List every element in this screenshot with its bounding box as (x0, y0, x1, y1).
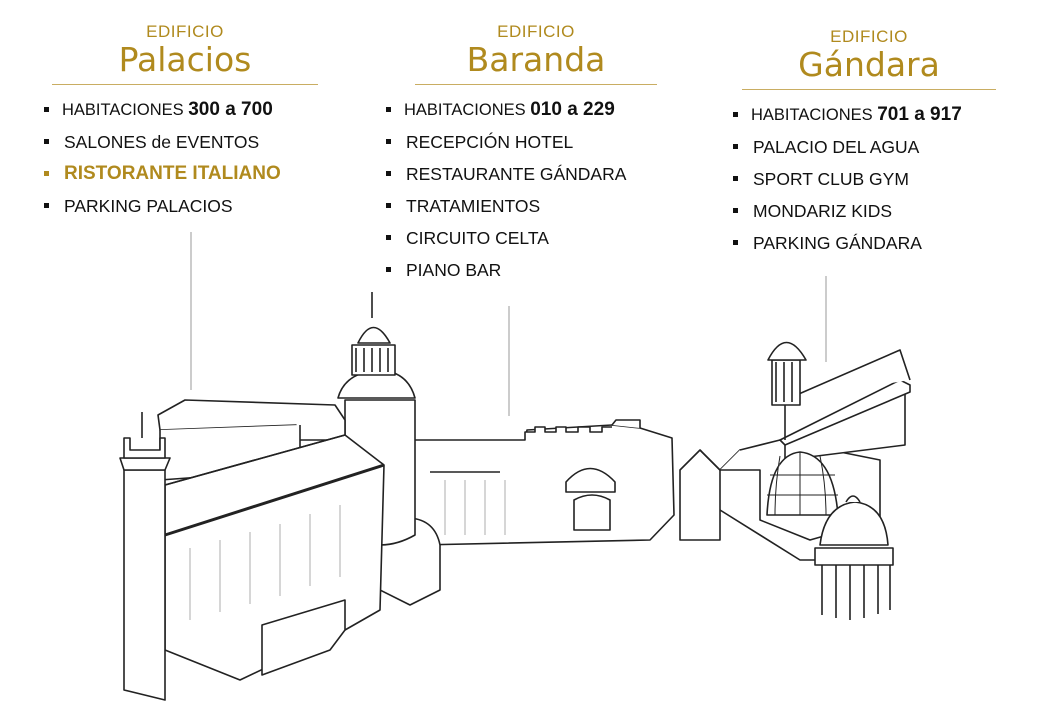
list-item: PALACIO DEL AGUA (733, 131, 962, 163)
list-item: RESTAURANTE GÁNDARA (386, 158, 626, 190)
list-item: RECEPCIÓN HOTEL (386, 126, 626, 158)
list-item: PARKING GÁNDARA (733, 227, 962, 259)
gandara-list: HABITACIONES 701 a 917 PALACIO DEL AGUA … (733, 99, 962, 259)
list-item: MONDARIZ KIDS (733, 195, 962, 227)
list-item: PIANO BAR (386, 254, 626, 286)
building-name: Gándara (798, 45, 940, 84)
building-label: EDIFICIO (146, 22, 224, 41)
gandara-building-drawing (679, 341, 911, 620)
title-divider (52, 84, 318, 85)
list-item: CIRCUITO CELTA (386, 222, 626, 254)
baranda-list: HABITACIONES 010 a 229 RECEPCIÓN HOTEL R… (386, 94, 626, 286)
title-divider (415, 84, 657, 85)
building-label: EDIFICIO (497, 22, 575, 41)
building-palacios: EDIFICIO Palacios (52, 22, 318, 85)
palacios-list: HABITACIONES 300 a 700 SALONES de EVENTO… (44, 94, 281, 222)
list-item: PARKING PALACIOS (44, 190, 281, 222)
building-name: Palacios (118, 40, 252, 79)
building-baranda: EDIFICIO Baranda (415, 22, 657, 85)
baranda-building-drawing (409, 419, 675, 546)
palacios-building-drawing (119, 412, 385, 701)
list-item-highlighted: RISTORANTE ITALIANO (44, 158, 281, 190)
list-item: TRATAMIENTOS (386, 190, 626, 222)
list-item: HABITACIONES 701 a 917 (733, 99, 962, 131)
title-divider (742, 89, 996, 90)
list-item: HABITACIONES 300 a 700 (44, 94, 281, 126)
building-label: EDIFICIO (830, 27, 908, 46)
list-item: SPORT CLUB GYM (733, 163, 962, 195)
building-name: Baranda (466, 40, 606, 79)
list-item: SALONES de EVENTOS (44, 126, 281, 158)
building-gandara: EDIFICIO Gándara (742, 27, 996, 90)
list-item: HABITACIONES 010 a 229 (386, 94, 626, 126)
